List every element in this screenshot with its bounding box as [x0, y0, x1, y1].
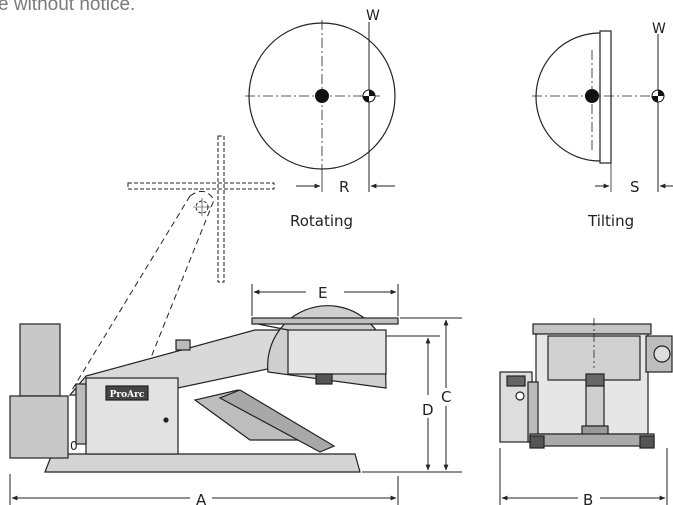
- tilting-half-circle: [535, 32, 601, 162]
- label-tilting: Tilting: [587, 212, 634, 230]
- tilt-center-dot: [585, 89, 599, 103]
- base-plate: [44, 453, 361, 473]
- tilting-diagram: [532, 30, 673, 192]
- table-plate: [251, 317, 399, 325]
- label-rotating: Rotating: [290, 212, 353, 230]
- dimension-b: [499, 448, 668, 505]
- brand-plate: [105, 385, 149, 401]
- label-c: C: [441, 388, 451, 406]
- label-a: A: [196, 491, 207, 505]
- foot-pedal-box: [9, 395, 69, 459]
- label-r: R: [339, 178, 349, 196]
- dimension-c-d: [362, 317, 462, 473]
- label-w-tilting: W: [652, 21, 666, 37]
- cog-symbol-tilt: [651, 89, 665, 103]
- label-s: S: [630, 178, 640, 196]
- rotation-center-dot: [315, 89, 329, 103]
- label-zero: 0: [70, 439, 78, 453]
- label-e: E: [318, 284, 327, 302]
- dimension-a: [9, 474, 399, 505]
- label-d: D: [422, 401, 434, 419]
- cog-symbol-rot: [362, 89, 376, 103]
- label-w-rotating: W: [366, 8, 380, 24]
- label-b: B: [583, 491, 593, 505]
- turntable-body: [287, 329, 387, 375]
- counterweight-column: [19, 323, 61, 397]
- rotating-diagram: [245, 20, 396, 192]
- dimension-e: [251, 284, 399, 316]
- brand-logo-text: ProArc: [110, 390, 145, 400]
- front-base: [529, 433, 655, 447]
- positioner-front-view: [499, 318, 673, 449]
- tilting-table-edge: [599, 30, 612, 164]
- hydraulic-arm: [218, 389, 336, 453]
- front-column: [585, 385, 605, 427]
- front-table: [532, 323, 652, 335]
- positioner-side-view: [9, 305, 399, 473]
- raised-position-phantom: [71, 135, 275, 391]
- notice-text: e without notice.: [0, 0, 136, 15]
